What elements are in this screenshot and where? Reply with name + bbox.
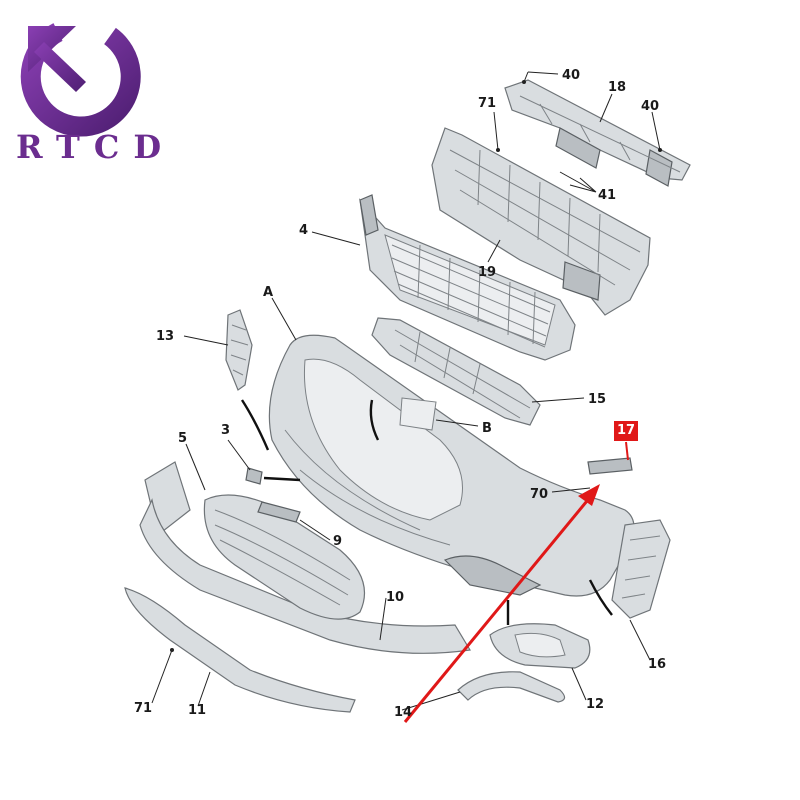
callout-11: 11 [188,703,206,718]
callout-9: 9 [333,534,342,549]
callout-71-bottom: 71 [134,701,152,716]
callout-13: 13 [156,329,174,344]
leader-lines [151,71,662,711]
brand-name: RTCD [16,128,176,166]
callout-15: 15 [588,392,606,407]
brand-logo-icon [20,23,141,137]
part-18-upper-bracket [504,79,691,187]
part-5-lower-grille-frame [139,461,471,654]
part-A-bumper-cover [268,334,635,597]
part-16-right-bracket [611,519,671,619]
callout-16: 16 [648,657,666,672]
part-14-trim-strip [457,671,566,703]
callout-41: 41 [598,188,616,203]
callout-12: 12 [586,697,604,712]
callout-19: 19 [478,265,496,280]
part-13-side-bracket [225,309,253,391]
part-19-absorber [431,127,651,316]
part-4-upper-grille [359,194,576,361]
callout-A: A [263,285,273,300]
part-15-lower-absorber [371,317,541,426]
callout-B: B [482,421,492,436]
callout-4: 4 [299,223,308,238]
part-9-center-grille [203,494,366,620]
callout-10: 10 [386,590,404,605]
highlight-label-17: 17 [614,421,638,441]
highlight-arrow [403,441,629,723]
part-70-bracket [587,457,633,475]
callout-71-top: 71 [478,96,496,111]
callout-5: 5 [178,431,187,446]
callout-70: 70 [530,487,548,502]
callout-labels: 40 18 71 40 41 4 19 A 13 15 3 B 5 70 9 1… [134,68,666,720]
callout-40-right: 40 [641,99,659,114]
callout-14: 14 [394,705,412,720]
callout-3: 3 [221,423,230,438]
clip-lines [240,399,613,625]
callout-40-top: 40 [562,68,580,83]
callout-18: 18 [608,80,626,95]
part-11-lower-lip [124,587,356,713]
part-3-clip [245,467,263,485]
part-12-fog-bezel [489,623,591,669]
